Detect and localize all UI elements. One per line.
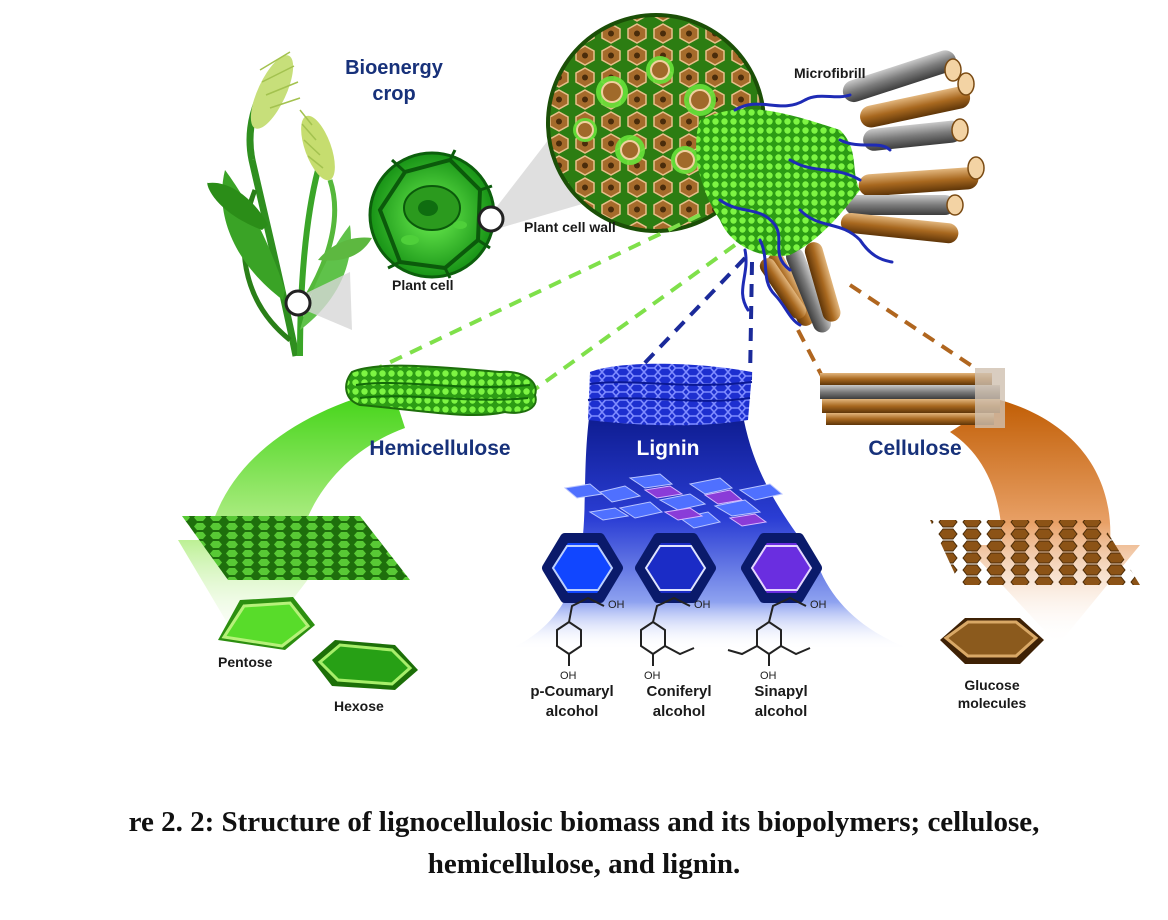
figure-caption-line2: hemicellulose, and lignin. xyxy=(427,848,741,880)
hemicellulose-sheet xyxy=(182,516,410,580)
connector-lines xyxy=(377,213,977,402)
hemicellulose-label: Hemicellulose xyxy=(369,437,510,460)
hemicellulose-polymer xyxy=(345,364,537,416)
oh-label: OH xyxy=(644,670,661,682)
p-coumaryl-ring xyxy=(542,533,623,603)
p-coumaryl-label-line1: p-Coumaryl xyxy=(530,683,613,700)
pentose-molecule xyxy=(218,597,315,650)
oh-label: OH xyxy=(560,670,577,682)
p-coumaryl-label-line2: alcohol xyxy=(546,703,599,720)
lignin-arrow xyxy=(508,410,912,650)
glucose-label-line2: molecules xyxy=(958,695,1027,711)
sinapyl-structure xyxy=(727,596,811,666)
sinapyl-label-line2: alcohol xyxy=(755,703,808,720)
cellulose-label: Cellulose xyxy=(868,437,961,460)
cellulose-sheet xyxy=(930,520,1140,585)
bioenergy-label-line2: crop xyxy=(372,83,415,105)
p-coumaryl-structure xyxy=(556,596,605,666)
oh-label: OH xyxy=(608,599,625,611)
hexose-label: Hexose xyxy=(334,698,384,714)
microfibril-label: Microfibrill xyxy=(794,65,866,81)
sinapyl-ring xyxy=(741,533,822,603)
cellulose-polymer xyxy=(820,368,1005,428)
oh-label: OH xyxy=(694,599,711,611)
sinapyl-label-line1: Sinapyl xyxy=(754,683,807,700)
bioenergy-label-line1: Bioenergy xyxy=(345,57,444,79)
wheat-plant-illustration xyxy=(207,51,372,357)
glucose-molecule xyxy=(940,618,1044,664)
lignin-label: Lignin xyxy=(637,437,700,460)
oh-label: OH xyxy=(760,670,777,682)
lignin-polymer xyxy=(587,363,753,426)
figure-caption-line1: re 2. 2: Structure of lignocellulosic bi… xyxy=(128,806,1040,838)
coniferyl-label-line2: alcohol xyxy=(653,703,706,720)
plant-cell-label: Plant cell xyxy=(392,277,453,293)
microfibril-bundle xyxy=(696,50,985,333)
stem-zoom-magnifier xyxy=(284,272,352,330)
coniferyl-ring xyxy=(635,533,716,603)
plant-cell-illustration xyxy=(368,149,496,279)
plant-cell-wall-label: Plant cell wall xyxy=(524,219,616,235)
coniferyl-label-line1: Coniferyl xyxy=(646,683,711,700)
coniferyl-structure xyxy=(640,596,695,666)
pentose-label: Pentose xyxy=(218,654,273,670)
oh-label: OH xyxy=(810,599,827,611)
hexose-molecule xyxy=(312,640,418,690)
lignin-network xyxy=(563,473,784,529)
diagram-labels: Bioenergy crop Microfibrill Plant cell w… xyxy=(218,57,1026,720)
glucose-label-line1: Glucose xyxy=(964,677,1019,693)
